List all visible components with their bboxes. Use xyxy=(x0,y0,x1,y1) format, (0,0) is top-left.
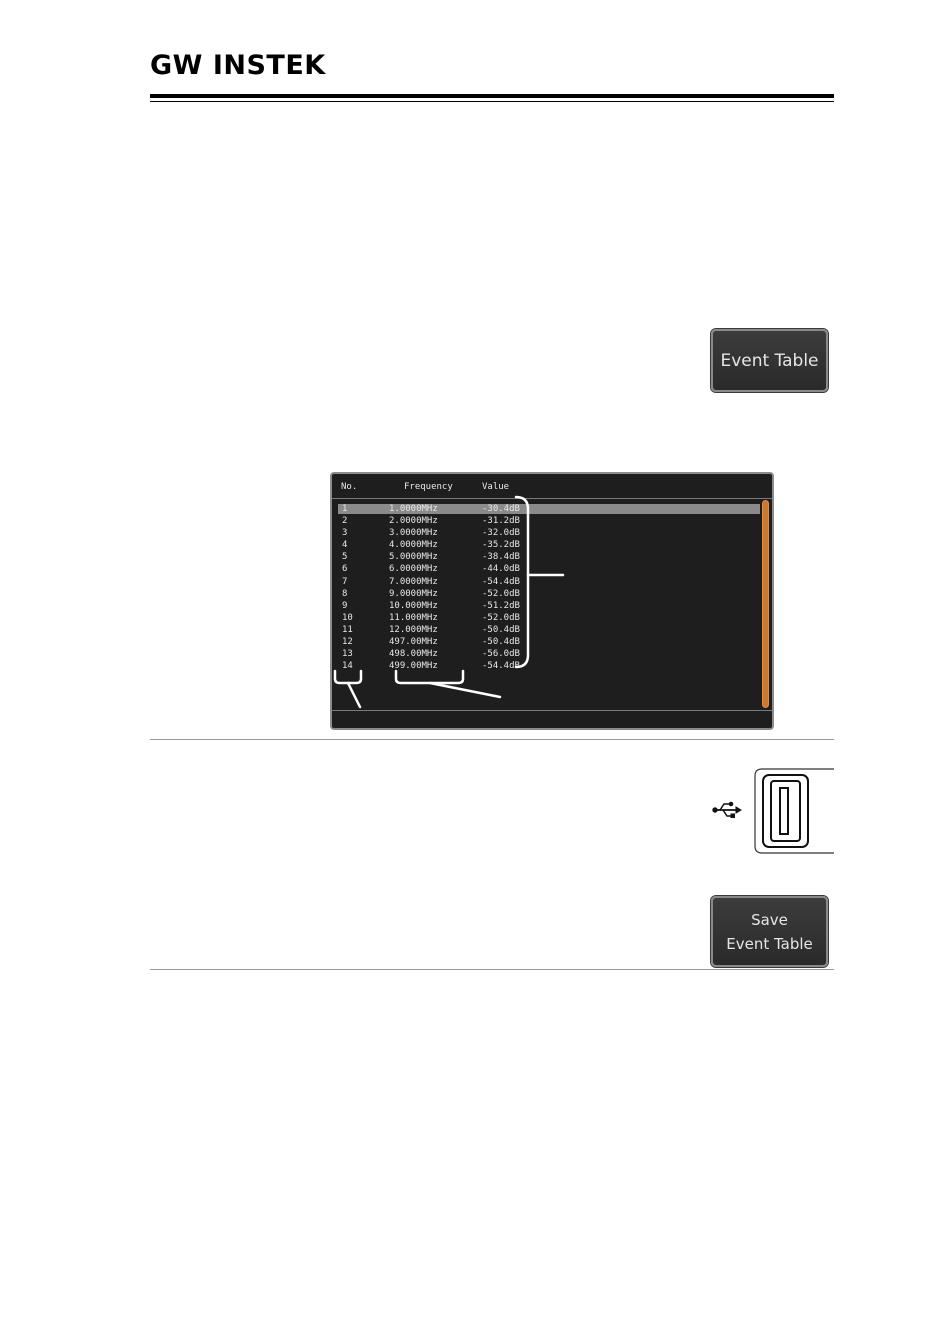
table-header: No. Frequency Value xyxy=(332,474,772,499)
cell-no: 10 xyxy=(342,612,353,623)
table-row[interactable]: 11 12.000MHz -50.4dB xyxy=(332,624,772,636)
table-row[interactable]: 14 499.00MHz -54.4dB xyxy=(332,660,772,672)
cell-frequency: 498.00MHz xyxy=(389,649,438,660)
cell-no: 7 xyxy=(342,576,348,587)
save-event-table-softkey[interactable]: Save Event Table xyxy=(711,896,828,967)
cell-frequency: 10.000MHz xyxy=(389,600,438,611)
table-row[interactable]: 3 3.0000MHz -32.0dB xyxy=(332,527,772,539)
section-rule-1 xyxy=(150,739,834,740)
column-header-value: Value xyxy=(482,482,510,492)
table-row[interactable]: 13 498.00MHz -56.0dB xyxy=(332,648,772,660)
cell-no: 3 xyxy=(342,528,348,539)
cell-value: -35.2dB xyxy=(482,540,520,551)
save-softkey-line2: Event Table xyxy=(726,934,813,953)
table-row[interactable]: 7 7.0000MHz -54.4dB xyxy=(332,576,772,588)
table-row[interactable]: 9 10.000MHz -51.2dB xyxy=(332,600,772,612)
cell-value: -38.4dB xyxy=(482,552,520,563)
cell-frequency: 4.0000MHz xyxy=(389,540,438,551)
event-table-softkey-label: Event Table xyxy=(720,350,819,371)
column-header-frequency: Frequency xyxy=(404,482,453,492)
cell-no: 2 xyxy=(342,516,348,527)
cell-value: -54.4dB xyxy=(482,661,520,672)
cell-frequency: 11.000MHz xyxy=(389,612,438,623)
table-row[interactable]: 5 5.0000MHz -38.4dB xyxy=(332,551,772,563)
table-footer-rule xyxy=(332,710,772,711)
cell-no: 1 xyxy=(342,504,348,514)
cell-no: 6 xyxy=(342,564,348,575)
cell-frequency: 6.0000MHz xyxy=(389,564,438,575)
cell-value: -50.4dB xyxy=(482,624,520,635)
cell-value: -54.4dB xyxy=(482,576,520,587)
cell-value: -31.2dB xyxy=(482,516,520,527)
cell-no: 8 xyxy=(342,588,348,599)
cell-value: -32.0dB xyxy=(482,528,520,539)
cell-value: -52.0dB xyxy=(482,588,520,599)
column-header-no: No. xyxy=(341,482,358,492)
table-row[interactable]: 8 9.0000MHz -52.0dB xyxy=(332,588,772,600)
header-rule-thick xyxy=(150,94,834,98)
table-row[interactable]: 1 1.0000MHz -30.4dB xyxy=(332,503,772,515)
usb-icon xyxy=(712,801,742,818)
cell-value: -44.0dB xyxy=(482,564,520,575)
cell-value: -50.4dB xyxy=(482,637,520,648)
table-row[interactable]: 4 4.0000MHz -35.2dB xyxy=(332,539,772,551)
cell-frequency: 499.00MHz xyxy=(389,661,438,672)
cell-no: 9 xyxy=(342,600,348,611)
cell-frequency: 1.0000MHz xyxy=(389,504,438,514)
brand-logo: GW INSTEK xyxy=(150,50,326,81)
cell-no: 12 xyxy=(342,637,353,648)
cell-frequency: 3.0000MHz xyxy=(389,528,438,539)
header-rule-thin xyxy=(150,101,834,102)
cell-no: 13 xyxy=(342,649,353,660)
event-table-screen: No. Frequency Value 1 1.0000MHz -30.4dB 2 2.… xyxy=(330,472,774,730)
cell-no: 11 xyxy=(342,624,353,635)
cell-frequency: 9.0000MHz xyxy=(389,588,438,599)
cell-value: -52.0dB xyxy=(482,612,520,623)
cell-frequency: 12.000MHz xyxy=(389,624,438,635)
cell-no: 14 xyxy=(342,661,353,672)
table-scrollbar[interactable] xyxy=(762,500,769,708)
cell-no: 4 xyxy=(342,540,348,551)
row-highlight xyxy=(338,504,760,514)
cell-no: 5 xyxy=(342,552,348,563)
table-rows: 1 1.0000MHz -30.4dB 2 2.0000MHz -31.2dB 3 3.000… xyxy=(332,503,772,672)
section-rule-2 xyxy=(150,969,834,970)
usb-port-icon xyxy=(754,768,834,854)
save-softkey-line1: Save xyxy=(751,910,788,929)
cell-frequency: 497.00MHz xyxy=(389,637,438,648)
cell-value: -30.4dB xyxy=(482,504,520,514)
table-row[interactable]: 10 11.000MHz -52.0dB xyxy=(332,612,772,624)
table-row[interactable]: 12 497.00MHz -50.4dB xyxy=(332,636,772,648)
cell-frequency: 5.0000MHz xyxy=(389,552,438,563)
table-row[interactable]: 2 2.0000MHz -31.2dB xyxy=(332,515,772,527)
table-row[interactable]: 6 6.0000MHz -44.0dB xyxy=(332,563,772,575)
cell-value: -56.0dB xyxy=(482,649,520,660)
cell-value: -51.2dB xyxy=(482,600,520,611)
cell-frequency: 7.0000MHz xyxy=(389,576,438,587)
event-table-softkey[interactable]: Event Table xyxy=(711,329,828,392)
cell-frequency: 2.0000MHz xyxy=(389,516,438,527)
